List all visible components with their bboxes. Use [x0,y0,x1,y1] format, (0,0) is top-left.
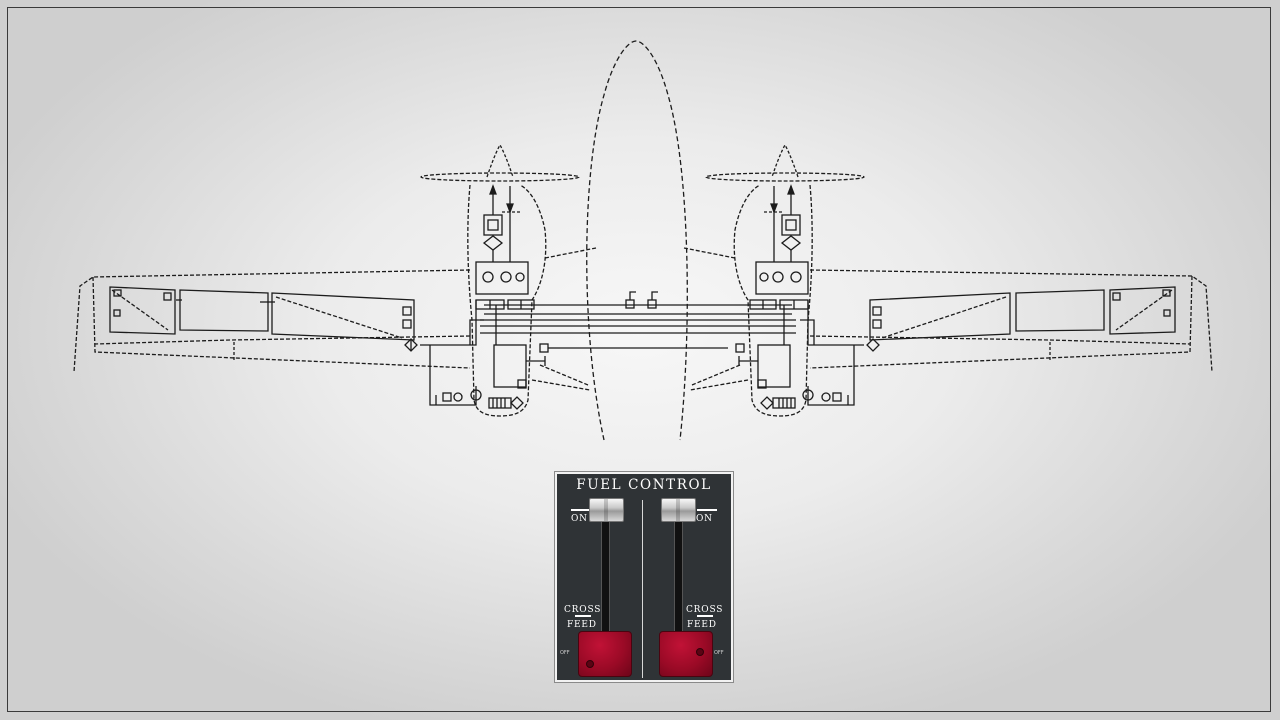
left-tank-sensor [113,289,122,297]
left-cross-label: CROSS [564,605,602,615]
left-handle-rivet [586,660,594,668]
right-engine-unit [755,261,809,295]
left-fuel-lever-handle[interactable] [578,631,632,677]
left-nacelle-outline [467,184,547,417]
crossfeed-lines [480,291,796,349]
left-engine-unit [475,261,529,295]
right-cross-label: CROSS [686,605,724,615]
right-on-label: ON [696,514,713,524]
right-engine-pump [781,214,801,236]
panel-divider [642,500,643,678]
left-spinner [486,143,514,178]
left-tank-vent-line-2 [275,296,403,339]
left-feed-label: FEED [567,620,597,630]
left-collector-tank [493,344,527,388]
left-center-tank [179,289,269,332]
outer-frame [7,7,1271,712]
left-wing-assembly [73,143,597,417]
left-propeller-disc [420,172,580,182]
left-tank-vent-line [111,289,169,331]
fuselage-outline [586,40,688,441]
right-lever-slot [674,506,683,636]
left-crossfeed-tick [575,615,591,617]
left-on-tick [571,509,591,511]
left-heater-coil [488,397,512,409]
panel-title: FUEL CONTROL [576,477,712,493]
left-wing-root-fillet [531,247,597,391]
right-lever-knob[interactable] [661,498,696,522]
right-collector-tank [757,344,791,388]
right-heater-coil [772,397,796,409]
left-on-label: ON [571,514,588,524]
right-crossfeed-tick [697,615,713,617]
right-on-tick [697,509,717,511]
fuel-control-panel: FUEL CONTROL ON CROSS FEED OFF ON CROSS … [555,472,733,682]
right-wing-assembly [683,143,1213,417]
right-off-label: OFF [714,650,724,656]
right-inner-tank [869,292,1011,341]
right-propeller-disc [705,172,865,182]
right-feed-label: FEED [687,620,717,630]
right-nacelle-outline [733,184,813,417]
right-center-tank [1015,289,1105,332]
left-lever-knob[interactable] [589,498,624,522]
center-vent-valve-left [625,299,635,309]
left-off-label: OFF [560,650,570,656]
right-outer-tank [1109,286,1176,335]
right-handle-rivet [696,648,704,656]
left-engine-pump [483,214,503,236]
left-lever-slot [601,506,610,636]
left-outer-tank [109,286,176,335]
left-wing-outline [73,269,471,373]
left-filter-icon [404,338,418,352]
center-vent-valve-right [647,299,657,309]
right-spinner [771,143,799,178]
left-inner-tank [271,292,415,341]
right-wing-outline [809,269,1213,373]
right-fuel-lever-handle[interactable] [659,631,713,677]
left-engine-valve [482,235,504,251]
